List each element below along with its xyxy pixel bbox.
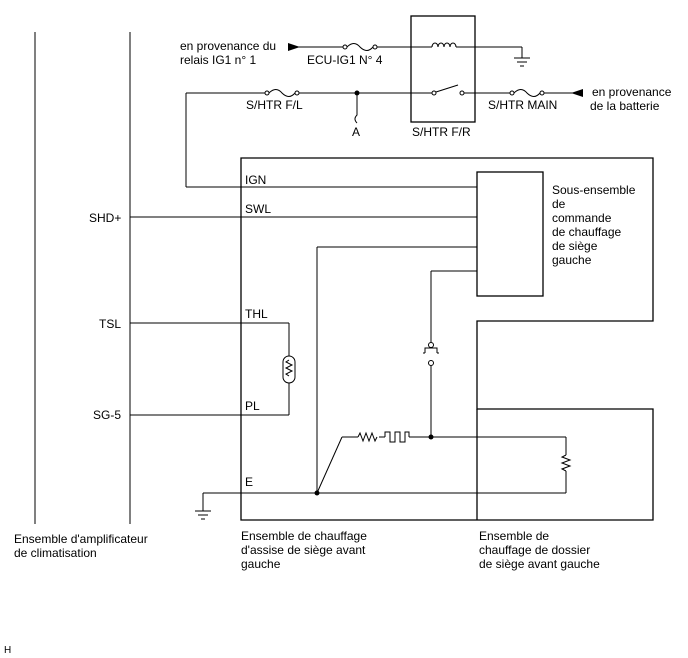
terminal-swl-label: SWL: [245, 202, 271, 216]
back-heater-caption-line1: Ensemble de: [479, 529, 549, 543]
relay-label: S/HTR F/R: [412, 125, 471, 139]
back-heater-caption-line3: de siège avant gauche: [479, 557, 600, 571]
battery-source-line1: en provenance: [592, 85, 672, 99]
amplifier-caption-line2: de climatisation: [14, 546, 97, 560]
thermostat-icon: [423, 342, 439, 366]
relay-coil-icon: [431, 42, 457, 48]
fuse-ecu-ig1-label: ECU-IG1 N° 4: [307, 53, 383, 67]
ground-icon: [514, 57, 530, 67]
battery-source-line2: de la batterie: [590, 99, 660, 113]
fuse-shtr-main-label: S/HTR MAIN: [488, 98, 557, 112]
ac-amplifier-assembly: Ensemble d'amplificateur de climatisatio…: [14, 32, 148, 560]
control-module-box: [476, 171, 544, 297]
corner-mark: H: [4, 645, 11, 656]
relay-switch-icon: [435, 84, 459, 93]
pin-sg5-label: SG-5: [93, 408, 121, 422]
terminal-ign-label: IGN: [245, 173, 266, 187]
ig1-source-line1: en provenance du: [180, 39, 276, 53]
thermistor-icon: [282, 355, 296, 384]
back-heater-caption-line2: chauffage de dossier: [479, 543, 590, 557]
battery-arrow-icon: [571, 89, 583, 97]
amplifier-caption-line1: Ensemble d'amplificateur: [14, 532, 148, 546]
pin-shd-label: SHD+: [89, 211, 121, 225]
control-module-label-line6: gauche: [552, 253, 592, 267]
fuse-ecu-ig1-icon: [342, 43, 378, 51]
ig1-source-line2: relais IG1 n° 1: [180, 53, 256, 67]
back-heater-resistor-icon: [560, 454, 572, 472]
cushion-heater-caption-line3: gauche: [241, 557, 281, 571]
control-module-label-line5: de siège: [552, 239, 598, 253]
fuse-shtr-main-icon: [509, 89, 545, 97]
ground-e-icon: [195, 510, 211, 520]
cushion-heater-caption-line2: d'assise de siège avant: [241, 543, 366, 557]
junction-a-label: A: [352, 125, 360, 139]
control-module-label-line2: de: [552, 197, 566, 211]
control-module-label-line4: de chauffage: [552, 225, 622, 239]
relay-shtr-fr: S/HTR F/R: [410, 15, 476, 139]
ig1-arrow-icon: [288, 43, 300, 51]
pin-tsl-label: TSL: [99, 317, 121, 331]
heater-element-icon: [357, 431, 410, 443]
terminal-e-label: E: [245, 475, 253, 489]
terminal-thl-label: THL: [245, 307, 268, 321]
fuse-shtr-fl-icon: [264, 89, 300, 97]
terminal-pl-label: PL: [245, 399, 260, 413]
control-module-label-line3: commande: [552, 211, 612, 225]
control-module-label-line1: Sous-ensemble: [552, 183, 636, 197]
cushion-heater-caption-line1: Ensemble de chauffage: [241, 529, 367, 543]
fuse-shtr-fl-label: S/HTR F/L: [246, 98, 303, 112]
